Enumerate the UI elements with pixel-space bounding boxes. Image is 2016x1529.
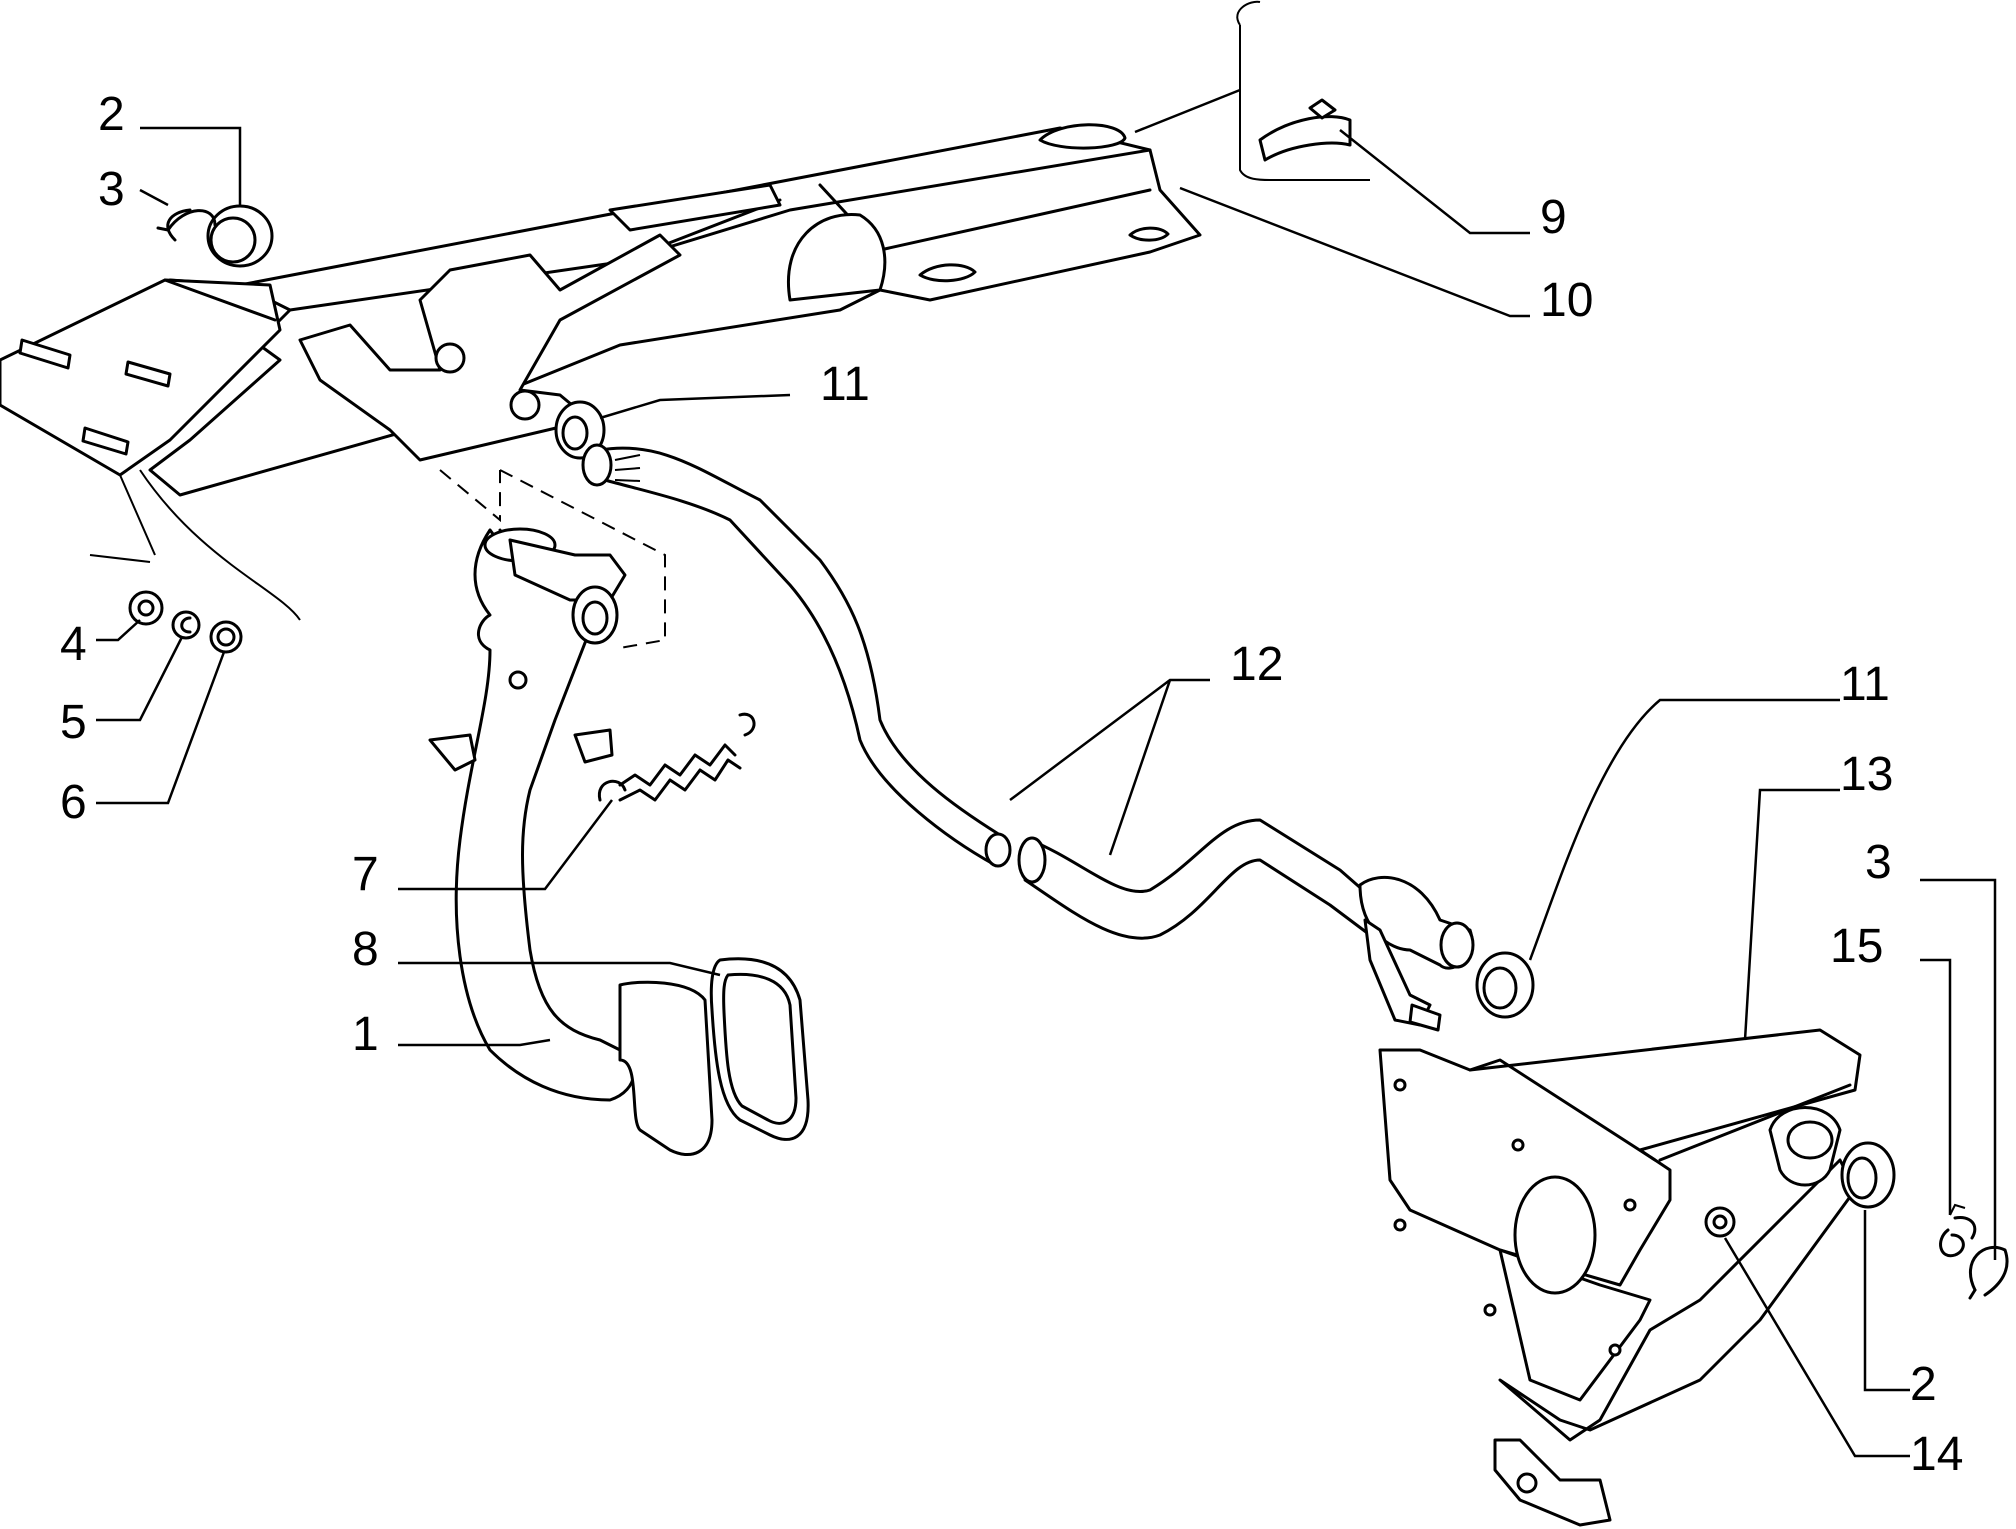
washer-part-5 [171, 610, 201, 640]
callout-4: 4 [60, 618, 87, 671]
callout-9: 9 [1540, 191, 1567, 244]
callout-11-lower: 11 [1840, 658, 1890, 711]
bushing-part-2-lower [1840, 1141, 1896, 1209]
leader-lines [96, 88, 1997, 1458]
callout-7: 7 [352, 848, 379, 901]
circlip-part-3-lower [1968, 1245, 2009, 1300]
callout-2-top: 2 [98, 88, 125, 141]
callout-14: 14 [1910, 1428, 1963, 1481]
callout-labels: 2 3 4 5 6 7 8 1 9 10 11 12 11 13 3 15 2 … [60, 88, 1963, 1481]
callout-15: 15 [1830, 920, 1883, 973]
callout-5: 5 [60, 696, 87, 749]
callout-10: 10 [1540, 274, 1593, 327]
clip-part-15 [1939, 1203, 1977, 1258]
washer-part-6 [209, 620, 243, 654]
spring-part-7 [597, 712, 756, 802]
callout-8: 8 [352, 923, 379, 976]
clip-part-9 [1236, 0, 1370, 181]
nut-part-4 [128, 590, 164, 626]
callout-1: 1 [352, 1008, 379, 1061]
assembly-indicator-dashed [439, 469, 666, 649]
callout-12: 12 [1230, 638, 1283, 691]
callout-2-lower: 2 [1910, 1358, 1937, 1411]
washer-part-11-lower [1475, 951, 1535, 1019]
bushing-part-2-top [206, 204, 274, 268]
washer-part-11-upper [554, 400, 606, 460]
callout-13: 13 [1840, 748, 1893, 801]
callout-6: 6 [60, 776, 87, 829]
support-bracket-part-10 [0, 123, 1202, 621]
callout-11-upper: 11 [820, 358, 870, 411]
callout-3-lower: 3 [1865, 836, 1892, 889]
lower-bracket-part-13 [1378, 1028, 1862, 1527]
nut-part-14 [1704, 1206, 1736, 1238]
pedal-lever-part-1 [428, 527, 714, 1156]
circlip-part-3-top [156, 208, 217, 242]
shaft-part-12 [581, 443, 1475, 1032]
callout-3-top: 3 [98, 163, 125, 216]
pedal-pad-part-8 [709, 957, 810, 1141]
